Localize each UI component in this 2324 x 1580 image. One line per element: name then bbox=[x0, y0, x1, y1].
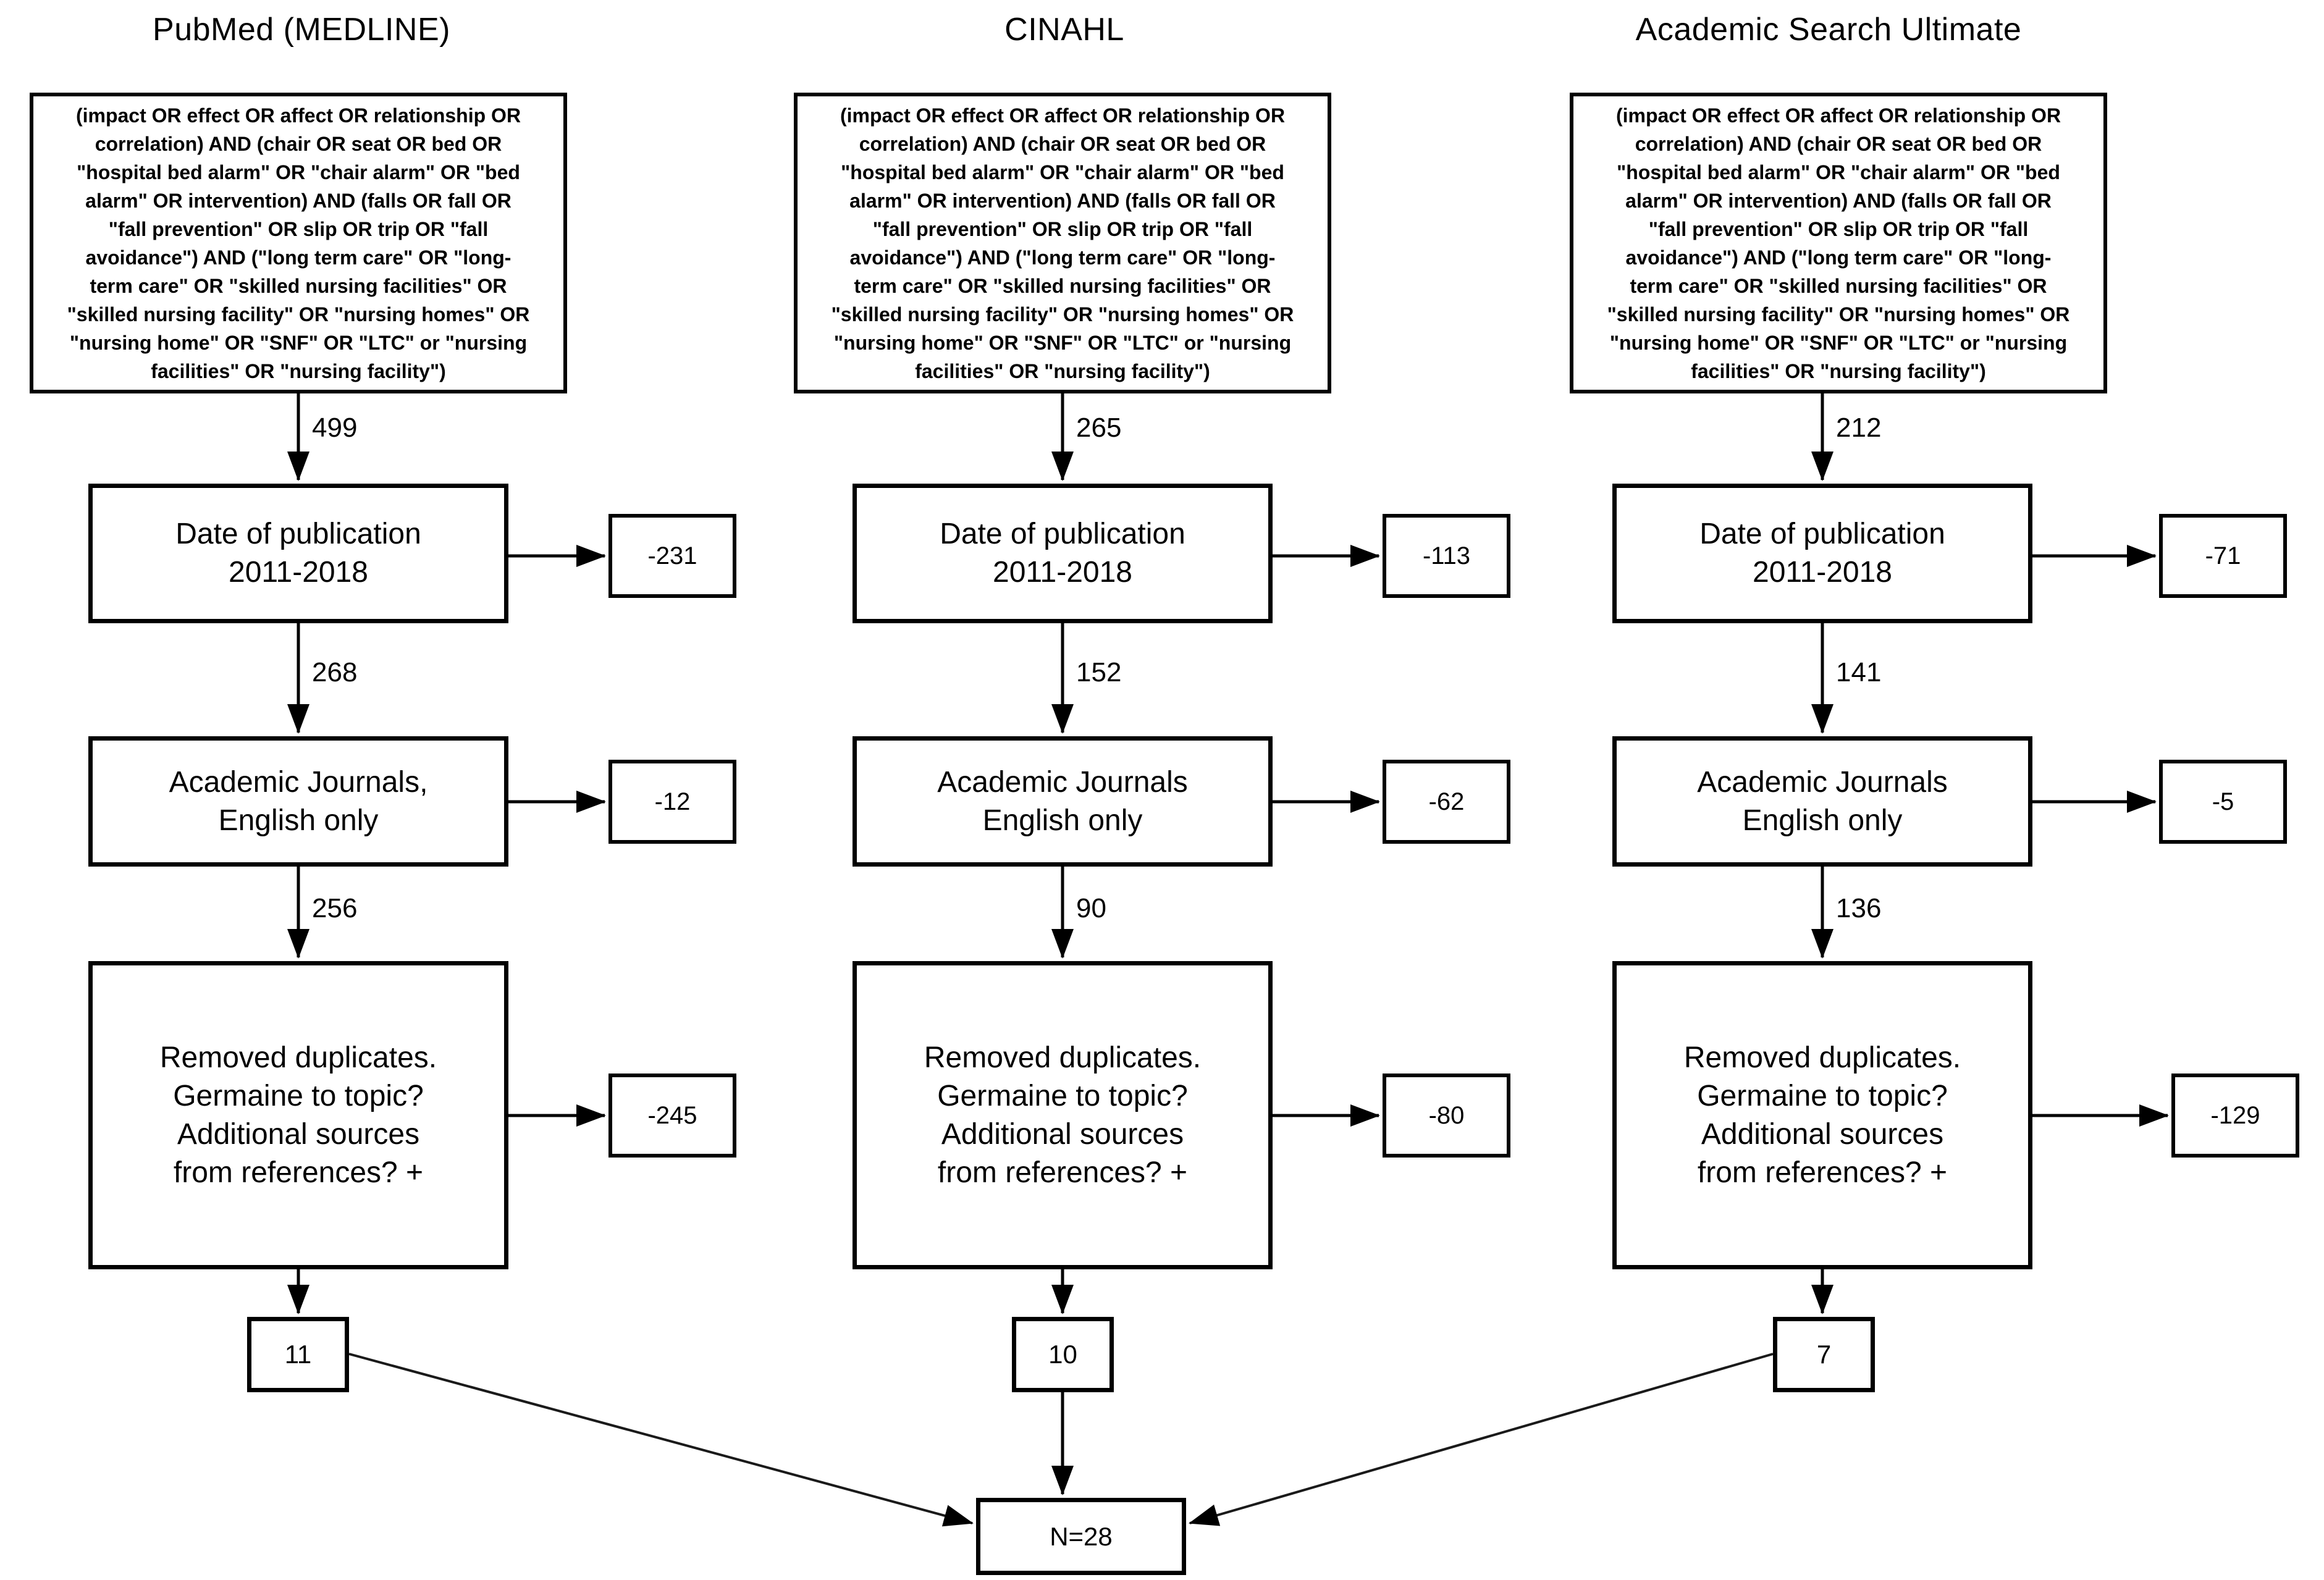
remaining-count-journal-pubmed: 256 bbox=[312, 893, 358, 923]
retrieved-count-asu: 212 bbox=[1836, 413, 1882, 443]
excluded-count-box-date-asu: -71 bbox=[2159, 514, 2287, 598]
included-count-box-asu: 7 bbox=[1773, 1317, 1875, 1392]
total-included-box: N=28 bbox=[976, 1498, 1186, 1575]
date-filter-box-pubmed: Date of publication 2011-2018 bbox=[88, 484, 508, 623]
date-filter-box-cinahl: Date of publication 2011-2018 bbox=[853, 484, 1273, 623]
column-header-cinahl: CINAHL bbox=[1004, 12, 1124, 48]
date-filter-box-asu: Date of publication 2011-2018 bbox=[1612, 484, 2032, 623]
excluded-count-box-journal-pubmed: -12 bbox=[608, 760, 736, 844]
column-header-asu: Academic Search Ultimate bbox=[1635, 12, 2022, 48]
arrow bbox=[1189, 1353, 1774, 1526]
screening-box-cinahl: Removed duplicates. Germaine to topic? A… bbox=[853, 961, 1273, 1269]
excluded-count-box-journal-asu: -5 bbox=[2159, 760, 2287, 844]
column-header-pubmed: PubMed (MEDLINE) bbox=[153, 12, 450, 48]
excluded-count-box-journal-cinahl: -62 bbox=[1383, 760, 1510, 844]
excluded-count-box-date-pubmed: -231 bbox=[608, 514, 736, 598]
retrieved-count-cinahl: 265 bbox=[1076, 413, 1122, 443]
search-query-box-cinahl: (impact OR effect OR affect OR relations… bbox=[794, 93, 1331, 393]
remaining-count-journal-asu: 136 bbox=[1836, 893, 1882, 923]
included-count-box-pubmed: 11 bbox=[247, 1317, 349, 1392]
arrow bbox=[348, 1353, 974, 1527]
excluded-count-box-date-cinahl: -113 bbox=[1383, 514, 1510, 598]
included-count-box-cinahl: 10 bbox=[1012, 1317, 1114, 1392]
excluded-count-box-screen-pubmed: -245 bbox=[608, 1074, 736, 1158]
search-query-box-pubmed: (impact OR effect OR affect OR relations… bbox=[30, 93, 567, 393]
screening-box-pubmed: Removed duplicates. Germaine to topic? A… bbox=[88, 961, 508, 1269]
retrieved-count-pubmed: 499 bbox=[312, 413, 358, 443]
excluded-count-box-screen-asu: -129 bbox=[2171, 1074, 2299, 1158]
remaining-count-date-asu: 141 bbox=[1836, 657, 1882, 687]
screening-box-asu: Removed duplicates. Germaine to topic? A… bbox=[1612, 961, 2032, 1269]
journal-filter-box-asu: Academic Journals English only bbox=[1612, 736, 2032, 867]
remaining-count-date-cinahl: 152 bbox=[1076, 657, 1122, 687]
remaining-count-date-pubmed: 268 bbox=[312, 657, 358, 687]
excluded-count-box-screen-cinahl: -80 bbox=[1383, 1074, 1510, 1158]
search-query-box-asu: (impact OR effect OR affect OR relations… bbox=[1570, 93, 2107, 393]
journal-filter-box-pubmed: Academic Journals, English only bbox=[88, 736, 508, 867]
journal-filter-box-cinahl: Academic Journals English only bbox=[853, 736, 1273, 867]
remaining-count-journal-cinahl: 90 bbox=[1076, 893, 1106, 923]
